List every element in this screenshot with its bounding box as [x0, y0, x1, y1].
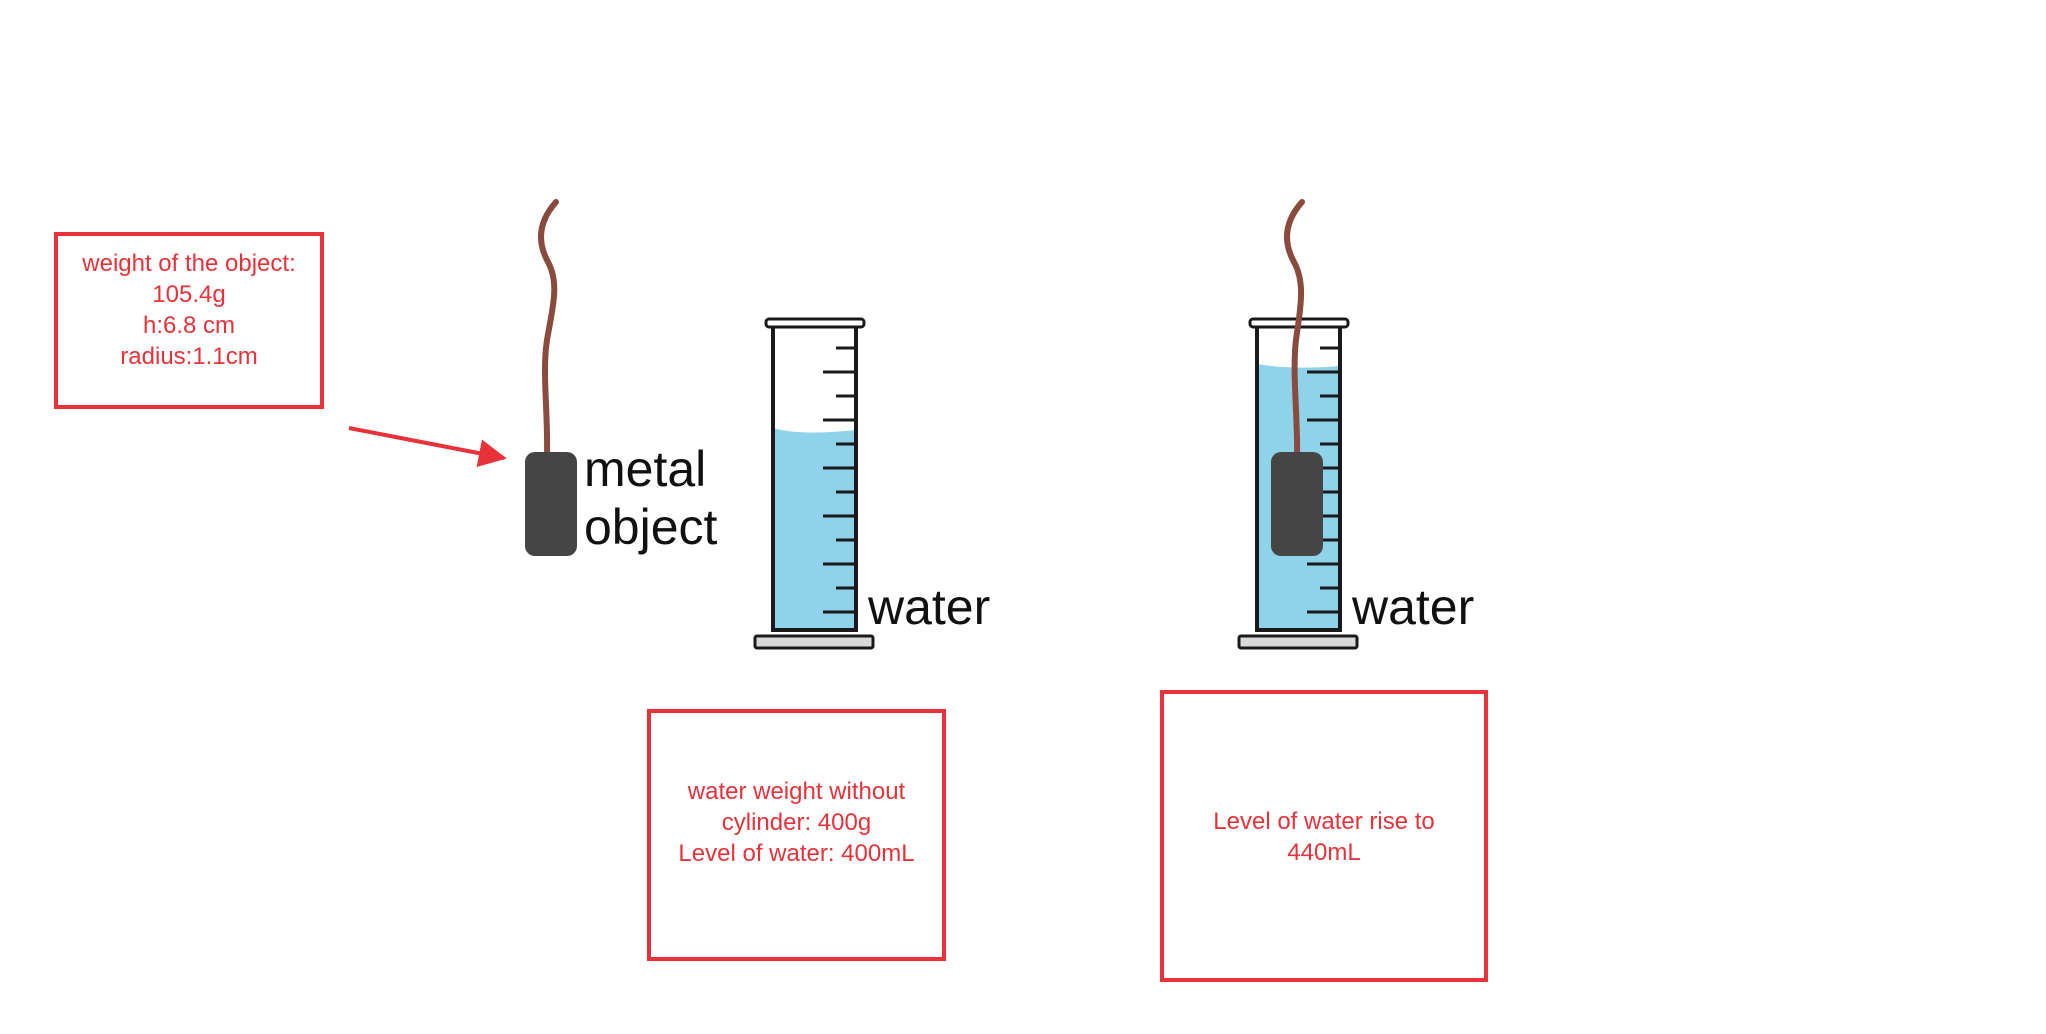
graduation-marks — [1307, 346, 1340, 614]
note-line: Level of water: 400mL — [678, 840, 915, 867]
note-line: weight of the object: — [82, 250, 296, 277]
cylinder-base — [753, 634, 875, 650]
note-line: h:6.8 cm — [142, 312, 236, 339]
note-line: 440mL — [1287, 839, 1361, 866]
note-line: cylinder: 400g — [721, 809, 872, 836]
note-line: Level of water rise to — [1213, 808, 1435, 835]
metal-object-standalone — [525, 199, 577, 556]
cylinder-outline — [1255, 326, 1342, 632]
cylinder-rim — [764, 317, 866, 329]
label-line: object — [584, 499, 718, 555]
object-properties-note: weight of the object: 105.4g h:6.8 cm ra… — [54, 232, 324, 409]
cylinder-outline — [771, 326, 858, 632]
graduated-cylinder-after — [1237, 199, 1359, 650]
label-line: metal — [584, 441, 707, 497]
metal-object-label: metal object — [584, 440, 717, 556]
graduation-marks — [823, 346, 856, 614]
water-rise-note: Level of water rise to 440mL — [1160, 690, 1488, 982]
graduated-cylinder-before — [753, 317, 875, 650]
water-label-before: water — [868, 579, 991, 635]
cylinder-base — [1237, 634, 1359, 650]
metal-cylinder — [525, 452, 577, 556]
initial-water-note: water weight without cylinder: 400g Leve… — [647, 709, 946, 961]
note-line: 105.4g — [152, 281, 226, 308]
water-label-after: water — [1352, 579, 1475, 635]
water-fill — [773, 428, 856, 630]
metal-cylinder-submerged — [1271, 452, 1323, 556]
string — [538, 199, 559, 458]
note-line: radius:1.1cm — [120, 343, 258, 370]
note-line: water weight without — [687, 778, 906, 805]
string — [1284, 199, 1305, 458]
pointer-arrow — [348, 426, 507, 467]
